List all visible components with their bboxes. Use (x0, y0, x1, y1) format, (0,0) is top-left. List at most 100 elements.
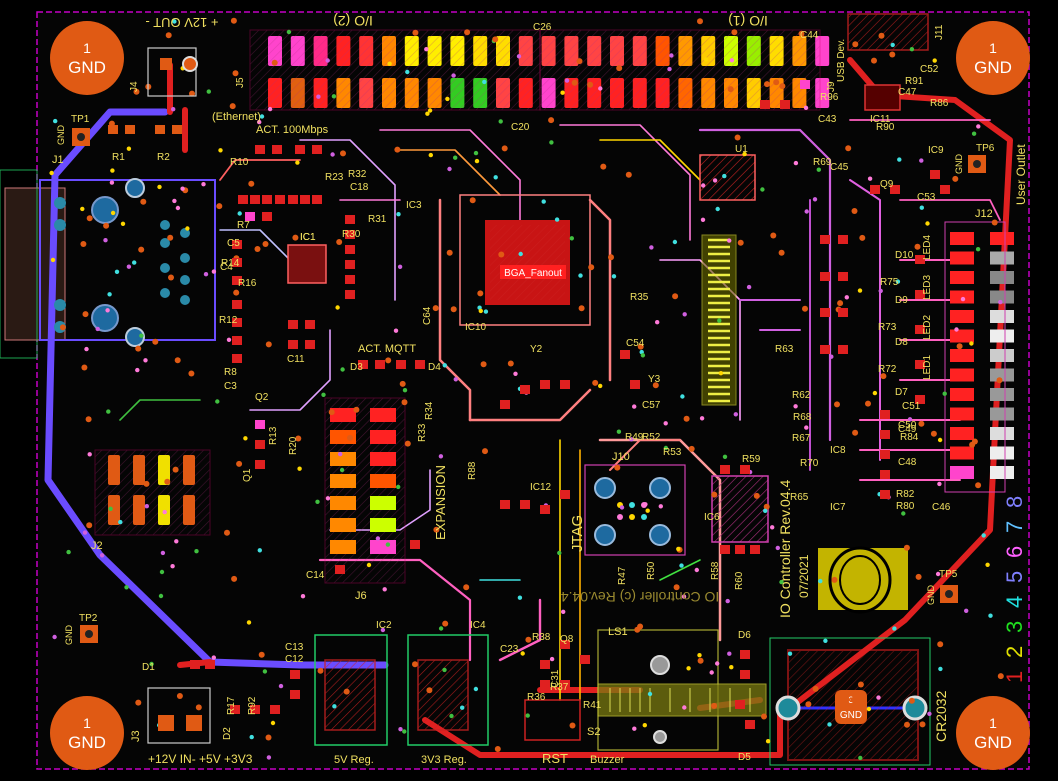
via (614, 464, 621, 471)
via (385, 357, 392, 364)
refdes-r50: R50 (646, 561, 657, 580)
smd-pad (255, 440, 265, 449)
via (694, 567, 699, 573)
smd-pad (540, 380, 550, 389)
via (170, 564, 175, 569)
via (180, 186, 185, 191)
refdes-ic10: IC10 (465, 322, 487, 333)
ic-footprints (287, 13, 929, 746)
via (463, 584, 470, 591)
via (343, 688, 350, 695)
smd-pad (838, 345, 848, 354)
label-usb: USB Dev. (836, 39, 847, 82)
via (611, 274, 617, 279)
via (262, 241, 269, 247)
refdes-c3: C3 (224, 381, 237, 392)
smd-pad (410, 540, 420, 549)
via (918, 420, 925, 427)
refdes-c12: C12 (285, 654, 304, 665)
smd-pad (300, 195, 310, 204)
mounting-hole-label: GND (68, 733, 106, 752)
smd-pad (540, 680, 550, 689)
via (964, 608, 969, 613)
digit-glyph: 3 (1002, 621, 1027, 633)
label-j5: J5 (235, 77, 246, 88)
refdes-r16: R16 (238, 278, 257, 289)
j12-pad (990, 349, 1014, 362)
via (321, 392, 326, 397)
via (985, 562, 990, 567)
refdes-q1: Q1 (242, 468, 253, 482)
via (95, 326, 100, 332)
smd-pad (820, 345, 830, 354)
smd-pad (520, 385, 530, 394)
via (859, 234, 866, 241)
j6-pad (330, 540, 356, 554)
via (937, 641, 944, 648)
j12-pad (990, 368, 1014, 382)
refdes-led4: LED4 (922, 235, 933, 260)
smd-pad (820, 235, 830, 244)
via (805, 701, 812, 708)
via (265, 341, 272, 348)
via (482, 448, 488, 455)
j12-pad (990, 251, 1014, 265)
silkscreen-labels: + 12V OUT - I/O (2) I/O (1) J5 J9 J4 J1 … (52, 13, 1028, 766)
j12-pad (950, 329, 974, 343)
via (672, 293, 679, 300)
smd-pad (232, 240, 242, 249)
via (727, 238, 732, 243)
smd-pad (345, 290, 355, 299)
via (816, 167, 821, 172)
via (87, 452, 92, 457)
smd-pad (305, 340, 315, 349)
via (549, 656, 555, 662)
j1-rj45 (39, 178, 216, 347)
via (110, 168, 115, 173)
via (718, 371, 724, 376)
smd-pad (560, 680, 570, 689)
digit-glyph: 2 (1002, 646, 1027, 658)
via (700, 217, 706, 222)
smd-pad (155, 125, 165, 134)
via (107, 292, 112, 297)
via (106, 409, 111, 414)
digit-glyph: 7 (1002, 521, 1027, 533)
via (118, 519, 123, 525)
mounting-hole-label: GND (974, 733, 1012, 752)
refdes-c53: C53 (917, 192, 936, 203)
via (259, 114, 265, 119)
refdes-ic9: IC9 (928, 145, 944, 156)
via (396, 484, 401, 490)
refdes-r35: R35 (630, 292, 649, 303)
via (787, 651, 793, 656)
label-ethernet: (Ethernet) (212, 111, 261, 123)
via (851, 208, 858, 214)
via (663, 445, 669, 451)
via (412, 29, 419, 36)
refdes-r49: R49 (625, 432, 644, 443)
via (634, 626, 641, 633)
j12-pad (950, 427, 974, 440)
smd-pad (345, 260, 355, 269)
via (919, 721, 926, 728)
via (804, 425, 809, 430)
j10-jtag (584, 464, 686, 556)
smd-pad (108, 125, 118, 134)
refdes-r65: R65 (790, 492, 809, 503)
via (445, 96, 450, 102)
via (773, 79, 780, 86)
j6-pad (370, 496, 396, 510)
via (133, 88, 140, 95)
refdes-r86: R86 (930, 98, 949, 109)
smd-pad (262, 195, 272, 204)
refdes-r13: R13 (268, 426, 279, 445)
refdes-d4: D4 (428, 362, 441, 373)
via (135, 367, 140, 373)
via (915, 573, 922, 580)
via (897, 157, 902, 162)
via (80, 241, 87, 247)
via (578, 305, 585, 312)
